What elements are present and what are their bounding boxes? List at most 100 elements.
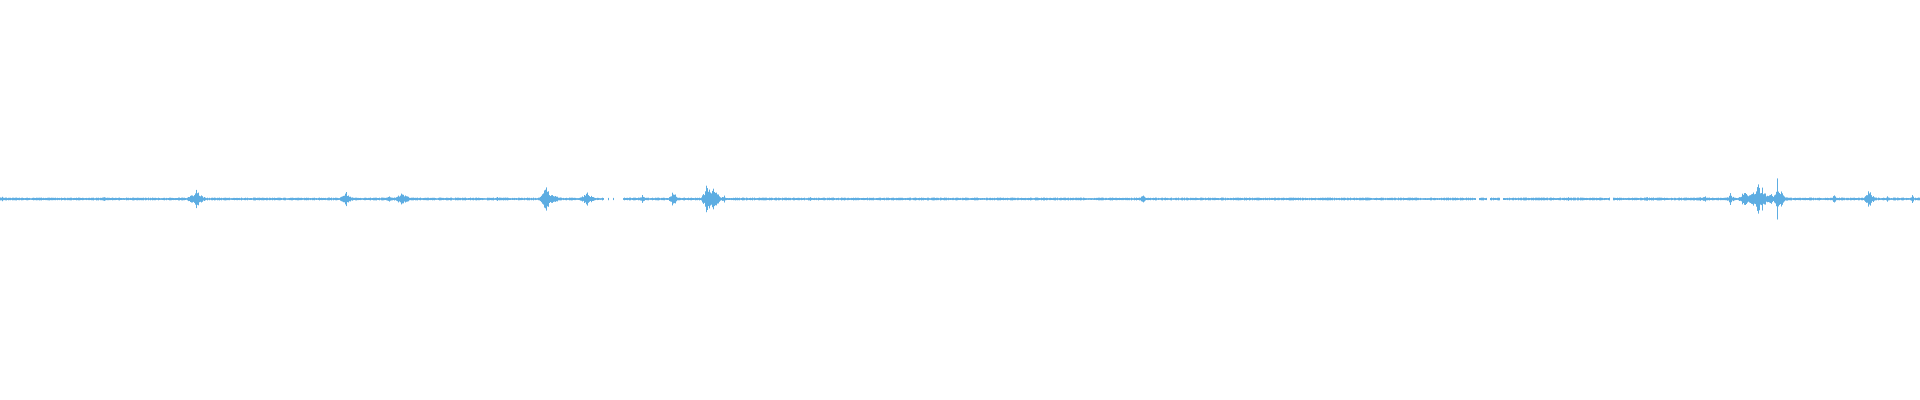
waveform-sample (52, 197, 53, 201)
waveform-sample (1454, 197, 1455, 201)
waveform-sample (1021, 197, 1022, 201)
waveform-sample (86, 197, 87, 201)
waveform-sample (917, 198, 918, 200)
waveform-sample (896, 197, 897, 201)
waveform-sample (1596, 197, 1597, 201)
waveform-sample (1699, 197, 1700, 201)
waveform-sample (805, 198, 806, 200)
waveform-sample (154, 197, 155, 201)
waveform-sample (721, 197, 722, 201)
waveform-sample (1048, 198, 1049, 200)
waveform-sample (226, 197, 227, 201)
waveform-sample (698, 198, 699, 200)
waveform-sample (1070, 197, 1071, 201)
waveform-sample (1535, 197, 1536, 201)
waveform-sample (223, 197, 224, 201)
waveform-sample (290, 197, 291, 201)
waveform-sample (1641, 197, 1642, 201)
waveform-sample (873, 197, 874, 201)
waveform-sample (218, 197, 219, 201)
waveform-sample (1224, 198, 1225, 200)
waveform-sample (1003, 197, 1004, 201)
waveform-sample (1864, 197, 1865, 201)
waveform-sample (1274, 197, 1275, 201)
waveform-sample (1690, 197, 1691, 201)
waveform-sample (1427, 198, 1428, 200)
waveform-sample (1586, 197, 1587, 201)
waveform-sample (1195, 197, 1196, 201)
waveform-sample (222, 198, 223, 200)
waveform-sample (576, 198, 577, 200)
waveform-sample (876, 198, 877, 200)
waveform-sample (1516, 198, 1517, 200)
waveform-sample (1133, 198, 1134, 200)
waveform-sample (474, 198, 475, 200)
waveform-sample (317, 198, 318, 200)
waveform-sample (88, 197, 89, 201)
waveform-sample (880, 197, 881, 201)
waveform-sample (708, 191, 709, 207)
waveform-sample (542, 194, 543, 204)
waveform-sample (547, 191, 548, 207)
waveform-sample (1231, 198, 1232, 201)
waveform-sample (1397, 198, 1398, 200)
waveform-sample (490, 197, 491, 200)
waveform-sample (641, 197, 642, 201)
waveform-sample (174, 198, 175, 200)
waveform-sample (1761, 193, 1762, 206)
waveform-sample (1813, 197, 1814, 201)
waveform-sample (488, 197, 489, 201)
waveform-sample (0, 197, 1, 201)
waveform-sample (1286, 197, 1287, 201)
waveform-sample (1878, 197, 1879, 201)
waveform-sample (1423, 198, 1424, 200)
waveform-sample (139, 197, 140, 201)
waveform-sample (1533, 197, 1534, 201)
waveform-sample (1438, 198, 1439, 200)
waveform-sample (1026, 198, 1027, 200)
waveform-sample (733, 197, 734, 201)
waveform-sample (1252, 197, 1253, 201)
waveform-sample (1112, 197, 1113, 201)
waveform-sample (727, 198, 728, 200)
waveform-sample (1414, 197, 1415, 201)
waveform-sample (1175, 197, 1176, 201)
waveform-sample (1160, 198, 1161, 200)
waveform-sample (120, 198, 121, 200)
waveform-sample (183, 197, 184, 201)
waveform-sample (405, 195, 406, 203)
waveform-sample (857, 197, 858, 201)
waveform-sample (1232, 198, 1233, 200)
waveform-sample (450, 197, 451, 201)
waveform-sample (941, 197, 942, 201)
waveform-sample (1034, 198, 1035, 200)
waveform-sample (1698, 197, 1699, 201)
waveform-sample (671, 196, 672, 202)
waveform-sample (1916, 198, 1917, 200)
waveform-sample (182, 197, 183, 201)
waveform-sample (970, 198, 971, 200)
waveform-sample (1465, 198, 1466, 200)
waveform-sample (732, 198, 733, 200)
waveform-sample (1209, 197, 1210, 201)
waveform-sample (249, 198, 250, 200)
waveform-sample (1266, 198, 1267, 200)
waveform-sample (284, 197, 285, 201)
waveform-sample (915, 197, 916, 201)
waveform-sample (874, 198, 875, 200)
waveform-sample (1520, 197, 1521, 201)
waveform-sample (1152, 198, 1153, 200)
waveform-sample (798, 197, 799, 201)
waveform-sample (206, 198, 207, 200)
waveform-sample (1523, 197, 1524, 201)
waveform-sample (1855, 198, 1856, 200)
waveform-sample (1017, 197, 1018, 201)
waveform-sample (1474, 198, 1475, 200)
waveform-sample (1848, 197, 1849, 201)
waveform-sample (446, 197, 447, 201)
waveform-sample (1312, 198, 1313, 201)
waveform-sample (963, 197, 964, 201)
waveform-sample (1396, 198, 1397, 200)
waveform-sample (100, 197, 101, 201)
